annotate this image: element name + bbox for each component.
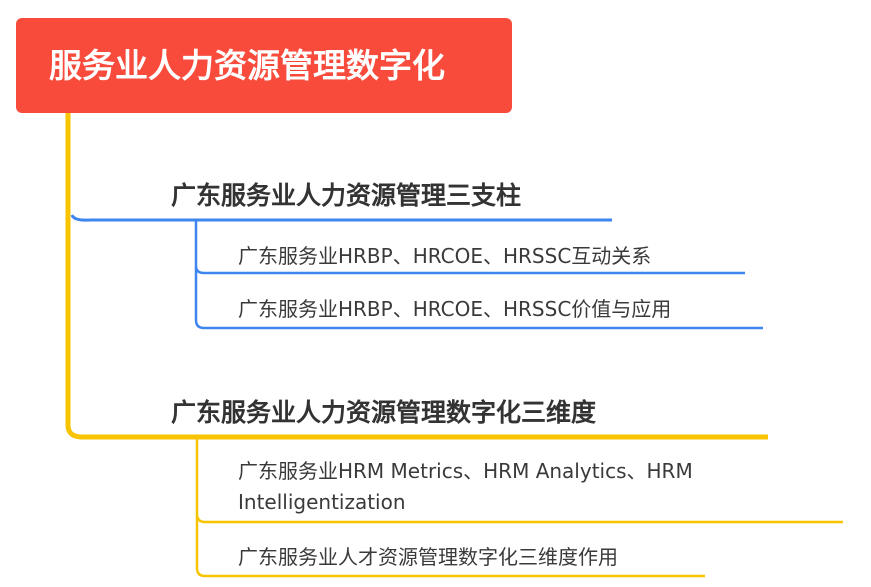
branch-1-line [70, 214, 612, 222]
subtopic-interaction[interactable]: 广东服务业HRBP、HRCOE、HRSSC互动关系 [238, 244, 652, 268]
branch-2-children-line [195, 437, 843, 578]
root-topic[interactable]: 服务业人力资源管理数字化 [16, 18, 512, 113]
subtopic-dimension-effect[interactable]: 广东服务业人才资源管理数字化三维度作用 [238, 545, 618, 569]
branch-topic-dimensions[interactable]: 广东服务业人力资源管理数字化三维度 [171, 398, 597, 427]
subtopic-value-application[interactable]: 广东服务业HRBP、HRCOE、HRSSC价值与应用 [238, 297, 672, 321]
branch-1-children-line [194, 220, 763, 330]
subtopic-hrm-metrics[interactable]: 广东服务业HRM Metrics、HRM Analytics、HRM Intel… [238, 459, 693, 514]
branch-topic-pillars[interactable]: 广东服务业人力资源管理三支柱 [171, 181, 522, 210]
trunk-line [65, 113, 768, 440]
